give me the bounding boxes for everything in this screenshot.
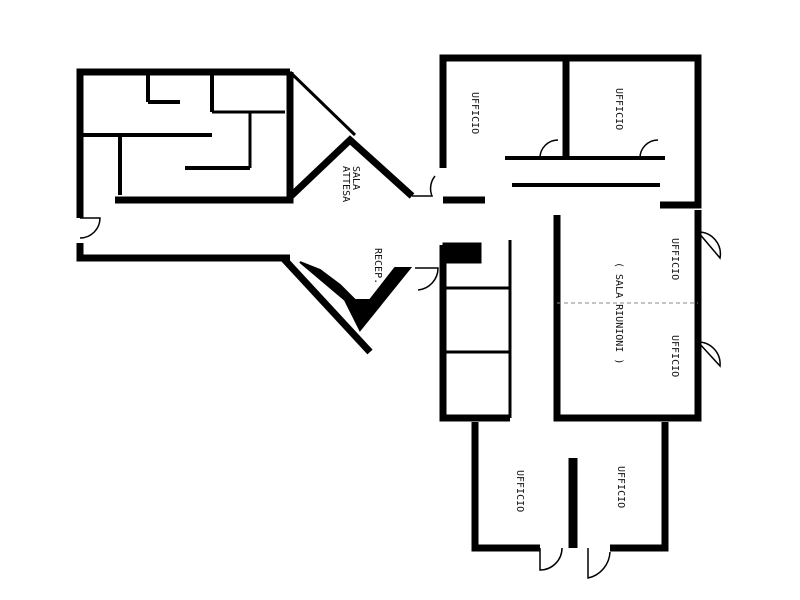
doors <box>79 139 722 579</box>
wall-left-wing-inner <box>115 72 294 204</box>
label-office-bottom-right: UFFICIO <box>615 466 626 508</box>
door <box>539 547 563 571</box>
door <box>639 139 659 159</box>
door <box>79 217 101 239</box>
wall-glass-diagonal <box>288 70 357 137</box>
wall-reception <box>280 255 373 355</box>
reception-desk <box>299 261 413 332</box>
wall-bottom-offices-right <box>610 422 669 552</box>
label-waiting-room-1: SALA <box>350 166 361 190</box>
wall-small-rooms <box>439 245 510 422</box>
room-labels: UFFICIO UFFICIO UFFICIO UFFICIO ( SALA R… <box>340 88 680 512</box>
door <box>587 548 611 579</box>
wall-bottom-offices <box>471 422 540 552</box>
wall-waiting-room <box>287 135 415 200</box>
label-office-top-right: UFFICIO <box>613 88 624 130</box>
wall-meeting-room <box>553 210 702 422</box>
door <box>697 231 722 260</box>
walls <box>76 54 702 552</box>
wall-left-wing-corridor-bottom <box>76 243 290 262</box>
label-office-bottom-left: UFFICIO <box>514 470 525 512</box>
label-meeting-room: ( SALA RIUNIONI ) <box>613 262 624 364</box>
label-office-top-left: UFFICIO <box>469 92 480 134</box>
door <box>539 139 559 159</box>
door <box>412 175 436 197</box>
door <box>415 267 439 291</box>
column <box>442 242 482 264</box>
wall-top-offices <box>439 54 702 209</box>
door <box>697 341 721 368</box>
wall-left-wing-outer <box>76 68 290 218</box>
label-reception: RECEP. <box>372 248 383 284</box>
label-office-right-upper: UFFICIO <box>669 238 680 280</box>
label-office-right-lower: UFFICIO <box>669 335 680 377</box>
label-waiting-room-2: ATTESA <box>340 166 351 202</box>
